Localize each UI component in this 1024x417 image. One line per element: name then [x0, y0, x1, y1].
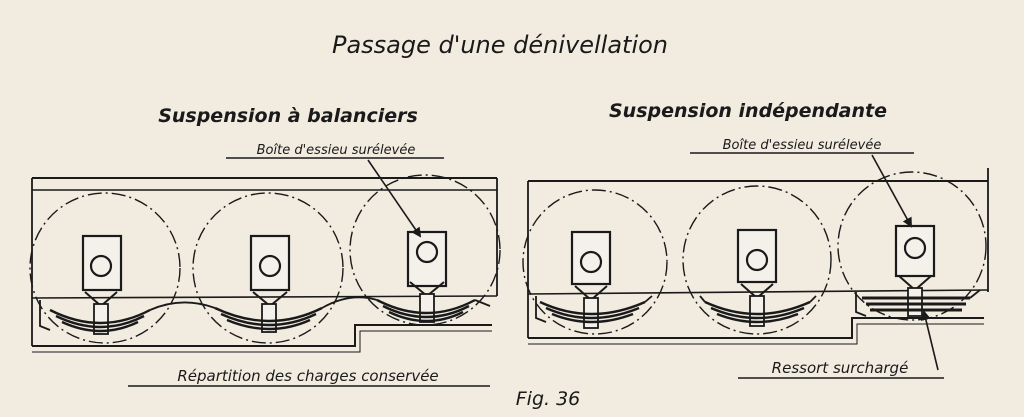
figure-title: Passage d'une dénivellation	[332, 31, 668, 59]
left-wheel-1	[29, 192, 181, 344]
figure-label: Fig. 36	[516, 388, 581, 410]
right-ground-step-shadow	[528, 323, 984, 345]
right-wheel-2	[682, 185, 832, 335]
left-leaf-springs	[39, 296, 491, 333]
right-axle-box-1	[570, 230, 612, 329]
left-axle-box-1	[81, 234, 123, 335]
panel-right-drawing	[522, 154, 989, 371]
left-axle-box-2	[249, 234, 291, 333]
right-arrow-raised-box	[871, 154, 912, 228]
panel-left-drawing	[29, 159, 501, 353]
left-wheel-3	[349, 174, 501, 326]
panel-left-bottom-note: Répartition des charges conservée	[177, 367, 438, 385]
left-wheel-2	[192, 192, 344, 344]
left-ground-step-shadow	[32, 330, 492, 353]
right-leaf-springs	[535, 289, 981, 324]
right-wheel-3	[837, 171, 987, 321]
panel-left-heading: Suspension à balanciers	[158, 105, 418, 127]
right-axle-box-2	[736, 228, 778, 327]
right-ground-step	[528, 317, 984, 339]
panel-right-heading: Suspension indépendante	[609, 100, 887, 122]
left-arrow-raised-box	[367, 159, 422, 238]
left-axle-box-3-raised	[406, 230, 448, 323]
panel-right-top-note: Boîte d'essieu surélevée	[723, 138, 882, 153]
right-arrow-overloaded-spring	[921, 310, 939, 371]
right-axle-box-3-raised	[894, 224, 936, 317]
right-wheel-1	[522, 189, 668, 335]
panel-right-bottom-note: Ressort surchargé	[772, 359, 909, 377]
panel-left-top-note: Boîte d'essieu surélevée	[257, 143, 416, 158]
left-ground-step	[32, 324, 492, 347]
